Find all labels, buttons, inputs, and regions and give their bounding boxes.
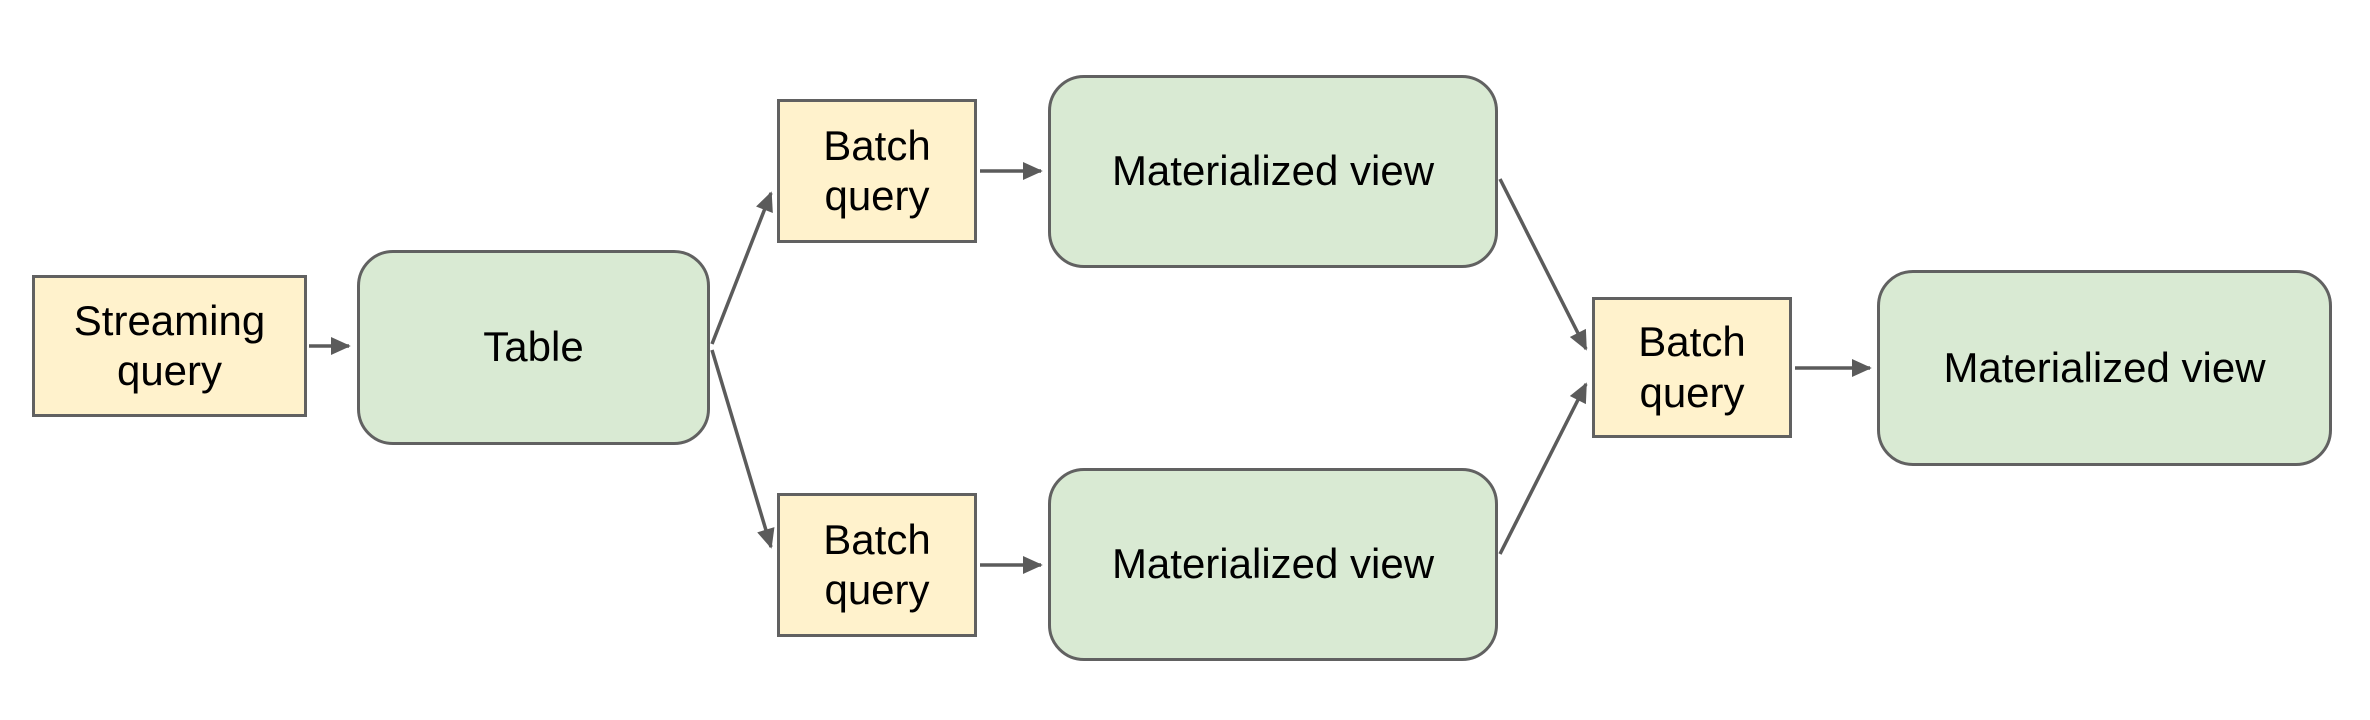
edge-mv-bottom-to-batch-query-final [1498,382,1588,555]
node-streaming-query-label: Streaming query [73,296,266,394]
node-materialized-view-top-label: Materialized view [1111,147,1435,195]
node-batch-query-final-label: Batch query [1638,318,1746,416]
node-streaming-query: Streaming query [32,275,307,417]
node-batch-query-bottom: Batch query [777,493,977,637]
edge-mv-top-to-batch-query-final [1498,178,1588,351]
node-materialized-view-top: Materialized view [1048,75,1498,268]
node-table-label: Table [483,323,584,371]
node-materialized-view-final-label: Materialized view [1943,343,2266,391]
node-batch-query-top-label: Batch query [823,121,931,219]
node-table: Table [357,250,710,445]
node-materialized-view-bottom-label: Materialized view [1111,540,1435,588]
edge-table-to-batch-query-top [710,191,773,345]
node-materialized-view-bottom: Materialized view [1048,468,1498,661]
node-batch-query-top: Batch query [777,99,977,243]
node-batch-query-bottom-label: Batch query [823,515,931,613]
node-batch-query-final: Batch query [1592,297,1792,438]
node-materialized-view-final: Materialized view [1877,270,2332,466]
edge-table-to-batch-query-bottom [710,349,775,549]
